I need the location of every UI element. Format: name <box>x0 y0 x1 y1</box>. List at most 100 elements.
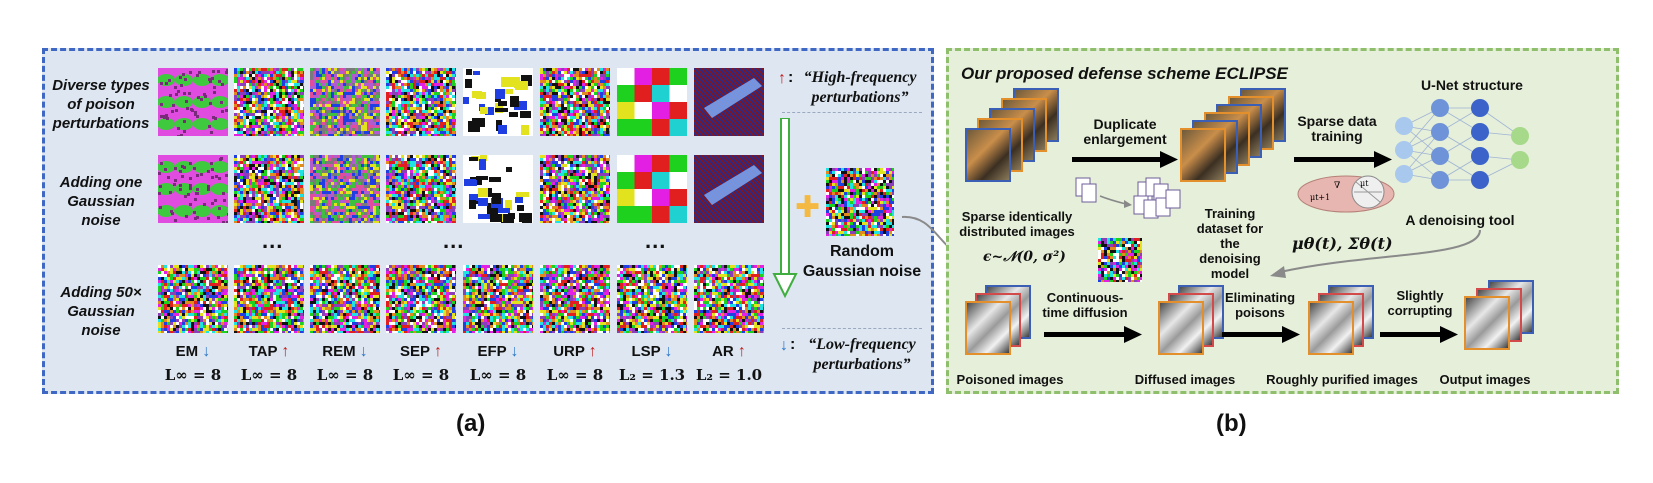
perturbation-tile-ar <box>694 68 764 136</box>
method-norm-sep: L∞ = 8 <box>392 366 450 384</box>
ellipsis: ... <box>645 228 667 253</box>
method-name: EM <box>175 343 203 360</box>
perturbation-tile-em <box>158 68 228 136</box>
method-norm-tap: L∞ = 8 <box>240 366 298 384</box>
eliminating-arrow-icon <box>1222 326 1300 343</box>
perturbation-tile-urp <box>540 68 610 136</box>
ellipsis: ... <box>262 228 284 253</box>
training-dataset-stack <box>1180 88 1290 198</box>
caption-b: (b) <box>1216 410 1247 437</box>
ellipsis: ... <box>443 228 465 253</box>
method-norm-rem: L∞ = 8 <box>316 366 374 384</box>
perturbation-tile-lsp <box>617 68 687 136</box>
output-label: Output images <box>1439 372 1531 387</box>
documents-icon <box>1075 177 1181 219</box>
ellipse-mu-t1: μt+1 <box>1310 193 1330 202</box>
corrupting-arrow-icon <box>1380 326 1458 343</box>
slightly-label: Slightly corrupting <box>1387 288 1453 318</box>
method-norm-em: L∞ = 8 <box>164 366 222 384</box>
method-label-rem: REM ↓ <box>310 343 380 361</box>
perturbation-tile-rem <box>310 265 380 333</box>
panel-b-title: Our proposed defense scheme ECLIPSE <box>961 64 1288 83</box>
method-name: REM <box>322 343 360 360</box>
sparse-training-arrow-icon <box>1294 151 1392 168</box>
unet-label: U-Net structure <box>1421 77 1523 93</box>
caption-a: (a) <box>456 410 486 437</box>
down-arrow-icon: ↓ <box>664 343 673 360</box>
noise-formula: ϵ~𝒩(0, σ²) <box>983 249 1066 265</box>
random-noise-tile <box>826 168 894 236</box>
training-dataset-label: Training dataset for the denoising model <box>1196 206 1264 281</box>
diffused-images-stack <box>1158 285 1238 365</box>
method-label-efp: EFP ↓ <box>463 343 533 361</box>
method-name: LSP <box>631 343 665 360</box>
legend-colon: : <box>790 336 796 353</box>
perturbation-tile-sep <box>386 155 456 223</box>
perturbation-tile-lsp <box>617 265 687 333</box>
denoising-tool-label: A denoising tool <box>1405 212 1515 228</box>
method-label-em: EM ↓ <box>158 343 228 361</box>
diffused-label: Diffused images <box>1134 372 1236 387</box>
perturbation-tile-rem <box>310 68 380 136</box>
row-label-diverse: Diverse types of poison perturbations <box>52 77 150 132</box>
eliminating-label: Eliminating poisons <box>1224 290 1296 320</box>
ellipse-mu-t: μt <box>1360 179 1369 188</box>
perturbation-tile-lsp <box>617 155 687 223</box>
perturbation-tile-efp <box>463 265 533 333</box>
continuous-label: Continuous-time diffusion <box>1042 290 1128 320</box>
perturbation-tile-sep <box>386 68 456 136</box>
up-arrow-icon: ↑ <box>778 70 786 87</box>
legend-divider <box>782 328 922 329</box>
down-arrow-icon: ↓ <box>780 337 788 354</box>
method-norm-efp: L∞ = 8 <box>469 366 527 384</box>
perturbation-tile-rem <box>310 155 380 223</box>
down-arrow-icon: ↓ <box>202 343 211 360</box>
method-label-lsp: LSP ↓ <box>617 343 687 361</box>
perturbation-tile-tap <box>234 265 304 333</box>
method-name: TAP <box>248 343 282 360</box>
duplicate-label: Duplicate enlargement <box>1083 116 1167 147</box>
method-norm-urp: L∞ = 8 <box>546 366 604 384</box>
perturbation-tile-em <box>158 265 228 333</box>
poisoned-images-stack <box>965 285 1045 365</box>
perturbation-tile-efp <box>463 68 533 136</box>
unet-network-icon <box>1395 99 1529 189</box>
down-arrow-icon: ↓ <box>510 343 519 360</box>
tool-feedback-arrow-icon <box>1270 229 1481 278</box>
duplicate-arrow-icon <box>1072 151 1178 168</box>
method-name: URP <box>553 343 589 360</box>
rough-label: Roughly purified images <box>1266 372 1418 387</box>
ellipse-nabla: ∇ <box>1334 181 1340 191</box>
diffusion-ellipse-icon: ∇ μt μt+1 <box>1297 175 1395 213</box>
sparse-images-label: Sparse identically distributed images <box>959 209 1075 239</box>
up-arrow-icon: ↑ <box>281 343 290 360</box>
method-label-sep: SEP ↑ <box>386 343 456 361</box>
method-name: SEP <box>400 343 434 360</box>
row-label-fifty-noise: Adding 50× Gaussian noise <box>60 284 142 339</box>
perturbation-tile-urp <box>540 265 610 333</box>
down-flow-arrow-icon <box>772 118 798 298</box>
method-norm-lsp: L₂ = 1.3 <box>618 366 686 384</box>
up-arrow-icon: ↑ <box>737 343 746 360</box>
perturbation-tile-tap <box>234 155 304 223</box>
legend-high-text: “High-frequency perturbations” <box>803 69 917 106</box>
method-label-tap: TAP ↑ <box>234 343 304 361</box>
mu-sigma-formula: μθ(t), Σθ(t) <box>1292 234 1393 253</box>
legend-low-text: “Low-frequency perturbations” <box>808 336 916 373</box>
perturbation-tile-ar <box>694 265 764 333</box>
up-arrow-icon: ↑ <box>588 343 597 360</box>
perturbation-tile-ar <box>694 155 764 223</box>
method-name: AR <box>712 343 738 360</box>
diffusion-arrow-icon <box>1044 326 1142 343</box>
purified-images-stack <box>1308 285 1388 365</box>
perturbation-tile-em <box>158 155 228 223</box>
row-label-one-noise: Adding one Gaussian noise <box>59 174 143 229</box>
up-arrow-icon: ↑ <box>433 343 442 360</box>
perturbation-tile-efp <box>463 155 533 223</box>
sparse-images-stack <box>965 88 1065 198</box>
legend-divider <box>782 112 922 113</box>
sparse-training-label: Sparse data training <box>1297 113 1377 144</box>
small-noise-tile <box>1098 238 1142 282</box>
poisoned-label: Poisoned images <box>956 372 1064 387</box>
method-name: EFP <box>477 343 511 360</box>
